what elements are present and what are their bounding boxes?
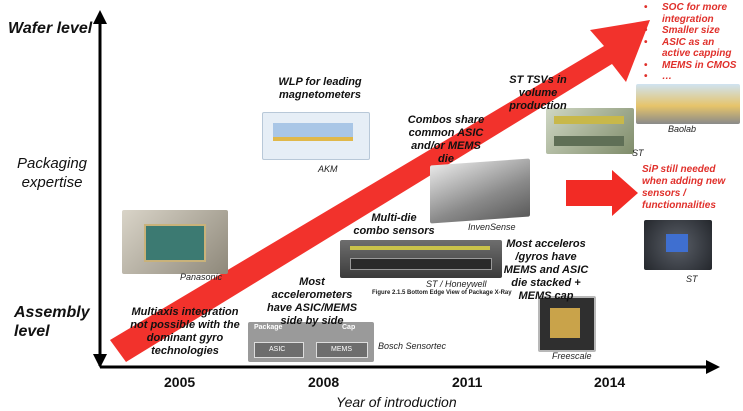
bosch-asic-text: ASIC — [269, 346, 286, 353]
bosch-caption: Bosch Sensortec — [378, 341, 447, 351]
akm-die-shape — [273, 123, 353, 137]
year-2008: 2008 — [308, 374, 340, 390]
bosch-package-image: Package Cap ASIC MEMS — [248, 322, 374, 362]
x-axis-arrowhead — [706, 360, 720, 374]
xray-line-top — [350, 246, 490, 250]
bosch-asic-die: ASIC — [254, 342, 304, 358]
st-chip-caption: ST — [686, 274, 698, 284]
akm-wlp-image — [262, 112, 370, 160]
annotation-2008: Most accelerometers have ASIC/MEMS side … — [266, 276, 358, 327]
akm-bump-shape — [273, 137, 353, 141]
st-chip-die — [666, 234, 688, 252]
future-item-smaller: Smaller size — [640, 25, 743, 37]
st-tsv-image — [546, 108, 634, 154]
st-tsv-base — [554, 136, 624, 146]
sip-note: SiP still needed when adding new sensors… — [642, 164, 726, 211]
baolab-caption: Baolab — [668, 124, 697, 134]
annotation-multi-die: Multi-die combo sensors — [353, 212, 435, 237]
st-tsv-trace — [554, 116, 624, 124]
y-axis-middle-label: Packaging expertise — [16, 155, 88, 191]
future-item-soc: SOC for more integration — [640, 2, 743, 25]
x-axis-title: Year of introduction — [336, 394, 457, 410]
st-honeywell-caption: ST / Honeywell — [426, 279, 487, 289]
panasonic-die-shape — [144, 224, 206, 262]
y-axis-arrowhead-bottom — [93, 354, 107, 368]
future-trends-list: SOC for more integration Smaller size AS… — [640, 2, 743, 83]
freescale-caption: Freescale — [552, 351, 592, 361]
future-item-asic-capping: ASIC as an active capping — [640, 37, 743, 60]
bosch-cap-text: Cap — [342, 324, 356, 331]
annotation-wlp: WLP for leading magnetometers — [278, 76, 362, 101]
akm-caption: AKM — [318, 164, 338, 174]
invensense-die-image — [430, 158, 530, 224]
sip-arrow — [566, 170, 638, 216]
annotation-combos: Combos share common ASIC and/or MEMS die — [407, 114, 485, 165]
future-item-mems-cmos: MEMS in CMOS — [640, 60, 743, 72]
y-axis-top-label: Wafer level — [8, 20, 93, 37]
bosch-mems-die: MEMS — [316, 342, 368, 358]
st-chip-image — [644, 220, 712, 270]
baolab-image — [636, 84, 740, 124]
annotation-st-tsv: ST TSVs in volume production — [509, 74, 567, 112]
annotation-2005: Multiaxis integration not possible with … — [130, 306, 240, 357]
panasonic-caption: Panasonic — [180, 272, 223, 282]
year-2011: 2011 — [452, 374, 483, 390]
panasonic-package-image — [122, 210, 228, 274]
future-item-ellipsis: … — [640, 71, 743, 83]
trend-arrow — [110, 20, 650, 362]
freescale-die-shape — [550, 308, 580, 338]
invensense-caption: InvenSense — [468, 222, 516, 232]
freescale-package-image — [538, 296, 596, 352]
st-tsv-caption: ST — [632, 148, 644, 158]
y-axis-arrowhead — [93, 10, 107, 24]
bosch-package-text: Package — [254, 324, 283, 331]
bosch-mems-text: MEMS — [331, 346, 352, 353]
xray-figure-caption: Figure 2.1.5 Bottom Edge View of Package… — [372, 290, 512, 296]
xray-die — [350, 258, 492, 270]
st-honeywell-xray-image — [340, 240, 502, 278]
year-2005: 2005 — [164, 374, 196, 390]
annotation-most-acc: Most acceleros /gyros have MEMS and ASIC… — [503, 238, 589, 302]
y-axis-bottom-label: Assembly level — [14, 304, 90, 340]
year-2014: 2014 — [594, 374, 626, 390]
